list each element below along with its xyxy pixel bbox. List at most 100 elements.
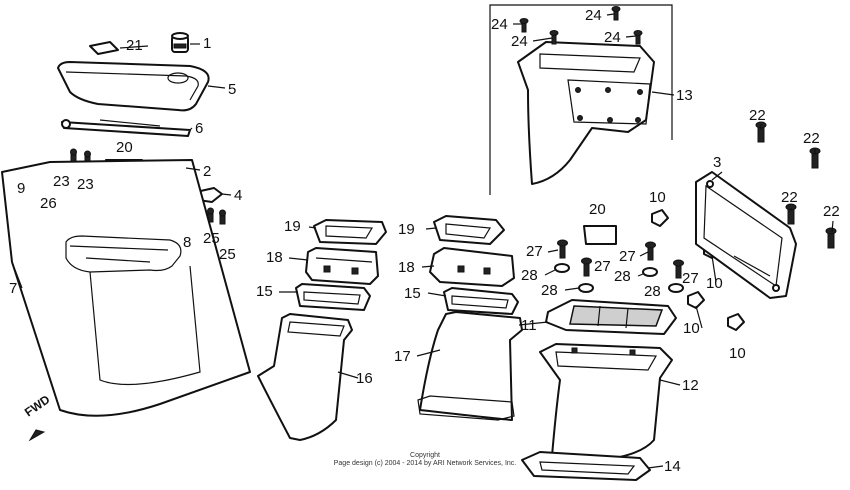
part-28-washers — [554, 263, 684, 293]
part-7-side-cover — [1, 159, 251, 417]
footer-copyright: Copyright — [410, 452, 440, 459]
callout-label-23: 23 — [77, 176, 94, 193]
callout-label-2: 2 — [203, 163, 211, 180]
leader-line — [606, 13, 615, 16]
callout-label-20: 20 — [116, 139, 133, 156]
callout-label-5: 5 — [228, 81, 236, 98]
leader-line — [308, 226, 317, 229]
callout-label-13: 13 — [676, 87, 693, 104]
part-15-gasket-left — [295, 283, 371, 311]
part-21-sticker — [89, 41, 119, 55]
leader-line — [221, 193, 232, 196]
callout-label-23: 23 — [53, 173, 70, 190]
callout-label-28: 28 — [644, 283, 661, 300]
callout-label-27: 27 — [682, 270, 699, 287]
callout-label-24: 24 — [491, 16, 508, 33]
part-24-screws — [519, 6, 643, 45]
part-25-screws — [207, 207, 226, 225]
callout-label-24: 24 — [604, 29, 621, 46]
callout-label-15: 15 — [404, 285, 421, 302]
part-12-duct — [539, 343, 673, 461]
part-17-duct — [417, 311, 523, 421]
leader-line — [544, 269, 556, 276]
callout-label-21: 21 — [126, 37, 143, 54]
leader-lines — [11, 13, 834, 469]
callout-label-20: 20 — [589, 201, 606, 218]
leader-line — [711, 171, 723, 181]
callout-label-19: 19 — [284, 218, 301, 235]
callout-label-10: 10 — [729, 345, 746, 362]
callout-label-22: 22 — [749, 107, 766, 124]
leader-line — [288, 257, 309, 261]
leader-line — [532, 37, 553, 42]
callout-label-17: 17 — [394, 348, 411, 365]
callout-label-15: 15 — [256, 283, 273, 300]
leader-line — [189, 127, 193, 131]
callout-label-9: 9 — [17, 180, 25, 197]
callout-label-25: 25 — [203, 230, 220, 247]
callout-label-27: 27 — [619, 248, 636, 265]
leader-line — [427, 292, 447, 297]
leader-line — [416, 349, 441, 357]
callout-label-11: 11 — [521, 317, 537, 334]
callout-label-4: 4 — [234, 187, 242, 204]
part-16-duct — [257, 313, 353, 441]
callout-label-18: 18 — [266, 249, 283, 266]
leader-line — [625, 35, 637, 38]
part-1-cap — [171, 32, 189, 53]
callout-label-1: 1 — [203, 35, 211, 52]
callout-label-18: 18 — [398, 259, 415, 276]
callout-label-22: 22 — [781, 189, 798, 206]
leader-line — [659, 379, 681, 386]
callout-label-24: 24 — [585, 7, 602, 24]
callout-label-12: 12 — [682, 377, 699, 394]
leader-line — [425, 227, 437, 230]
part-19-top-left — [313, 219, 387, 245]
part-5-lid — [57, 61, 210, 112]
callout-label-6: 6 — [195, 120, 203, 137]
part-20-sticker-mid — [583, 225, 617, 245]
callout-label-28: 28 — [614, 268, 631, 285]
callout-label-22: 22 — [803, 130, 820, 147]
callout-label-7: 7 — [9, 280, 17, 297]
leader-line — [547, 249, 559, 253]
callout-label-10: 10 — [683, 320, 700, 337]
fwd-arrow-icon — [28, 429, 46, 442]
leader-line — [647, 465, 664, 469]
leader-line — [651, 91, 675, 96]
callout-label-16: 16 — [356, 370, 373, 387]
callout-label-27: 27 — [526, 243, 543, 260]
callout-label-26: 26 — [40, 195, 57, 212]
callout-label-3: 3 — [713, 154, 721, 171]
leader-line — [518, 321, 549, 326]
leader-line — [695, 305, 703, 329]
inset-frame — [489, 4, 673, 195]
leader-line — [637, 273, 644, 277]
callout-label-10: 10 — [649, 189, 666, 206]
part-18-left — [305, 247, 379, 285]
leader-line — [337, 371, 359, 379]
leader-line — [564, 287, 580, 291]
callout-label-8: 8 — [183, 234, 191, 251]
callout-label-27: 27 — [594, 258, 611, 275]
footer-page-design: Page design (c) 2004 - 2014 by ARI Netwo… — [333, 460, 517, 467]
part-27-bolts — [557, 239, 684, 279]
leader-line — [185, 167, 201, 171]
part-6-hinge — [61, 119, 191, 137]
callout-label-19: 19 — [398, 221, 415, 238]
part-19-top-mid — [433, 215, 505, 245]
part-13-upper-duct — [517, 41, 655, 185]
leader-line — [421, 265, 435, 268]
part-3-side-panel — [695, 171, 797, 299]
leader-line — [831, 220, 834, 233]
callout-label-22: 22 — [823, 203, 840, 220]
part-18-mid — [429, 247, 515, 287]
leader-line — [119, 45, 149, 49]
leader-line — [11, 261, 23, 289]
leader-line — [711, 255, 717, 283]
callout-label-25: 25 — [219, 246, 236, 263]
callout-label-14: 14 — [664, 458, 681, 475]
